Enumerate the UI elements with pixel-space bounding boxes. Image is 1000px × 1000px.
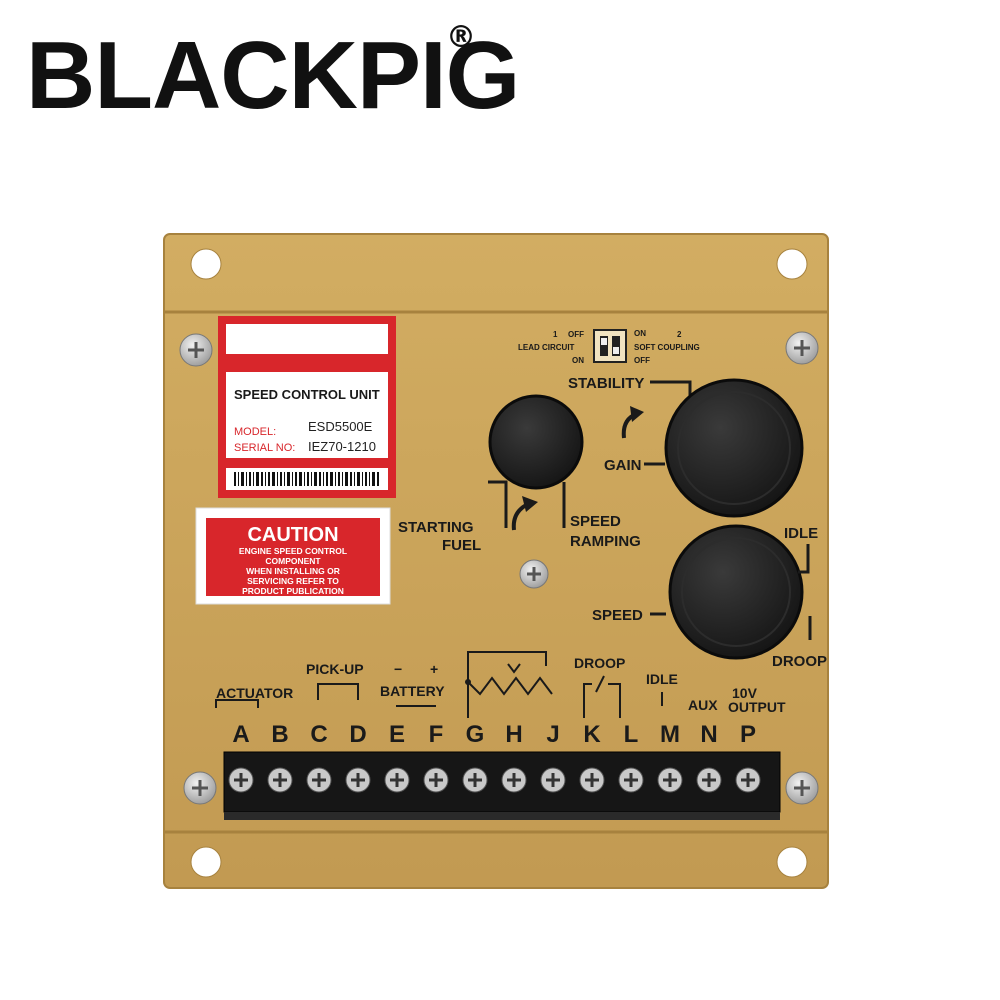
terminal-letter-j: J: [546, 721, 559, 748]
caution-line-3: WHEN INSTALLING OR: [246, 566, 340, 576]
screw-bottom-left: [183, 771, 217, 805]
label-aux: AUX: [688, 697, 718, 713]
terminal-screw-p[interactable]: [735, 767, 761, 793]
label-title: SPEED CONTROL UNIT: [234, 387, 380, 402]
dip-off-right: OFF: [634, 356, 650, 365]
label-idle: IDLE: [646, 671, 678, 687]
dip-switch[interactable]: [593, 329, 627, 363]
dip-off-left: OFF: [568, 330, 584, 339]
label-serial-value: IEZ70-1210: [308, 439, 376, 454]
mount-hole-top-right: [776, 248, 808, 280]
label-ramping: RAMPING: [570, 533, 641, 550]
label-actuator: ACTUATOR: [216, 685, 293, 701]
label-fuel: FUEL: [442, 537, 481, 554]
product-label: SPEED CONTROL UNIT MODEL: ESD5500E SERIA…: [218, 316, 396, 498]
caution-label: CAUTION ENGINE SPEED CONTROL COMPONENT W…: [195, 507, 391, 605]
mount-hole-bottom-right: [776, 846, 808, 878]
label-output: OUTPUT: [728, 699, 786, 715]
terminal-letter-p: P: [740, 721, 756, 748]
dip-num-1: 1: [553, 330, 558, 339]
terminal-letter-d: D: [349, 721, 366, 748]
terminal-letter-m: M: [660, 721, 680, 748]
label-speed-ramp: SPEED: [570, 513, 621, 530]
terminal-screw-m[interactable]: [657, 767, 683, 793]
label-serial-key: SERIAL NO:: [234, 442, 295, 454]
registered-mark: ®: [446, 20, 476, 55]
label-droop-bottom: DROOP: [772, 653, 827, 670]
terminal-letter-k: K: [583, 721, 601, 748]
label-model-value: ESD5500E: [308, 419, 373, 434]
screw-bottom-right: [785, 771, 819, 805]
brand-logo: BLACKPIG: [26, 22, 520, 129]
mount-hole-bottom-left: [190, 846, 222, 878]
speed-control-board: SPEED CONTROL UNIT MODEL: ESD5500E SERIA…: [163, 233, 829, 889]
caution-line-5: PRODUCT PUBLICATION: [242, 586, 344, 596]
terminal-screw-f[interactable]: [423, 767, 449, 793]
terminal-letter-f: F: [429, 721, 444, 748]
terminal-letter-a: A: [232, 721, 249, 748]
terminal-screw-d[interactable]: [345, 767, 371, 793]
terminal-letter-l: L: [624, 721, 639, 748]
terminal-letter-g: G: [466, 721, 485, 748]
caution-line-4: SERVICING REFER TO: [247, 576, 339, 586]
speed-knob[interactable]: [668, 524, 804, 660]
terminal-letter-e: E: [389, 721, 405, 748]
label-battery: BATTERY: [380, 683, 445, 699]
terminal-screw-k[interactable]: [579, 767, 605, 793]
mount-hole-top-left: [190, 248, 222, 280]
terminal-screw-b[interactable]: [267, 767, 293, 793]
terminal-screw-c[interactable]: [306, 767, 332, 793]
label-idle-top: IDLE: [784, 525, 818, 542]
terminal-screw-a[interactable]: [228, 767, 254, 793]
label-plus: +: [430, 661, 438, 677]
terminal-screw-j[interactable]: [540, 767, 566, 793]
screw-top-right: [785, 331, 819, 365]
terminal-letter-b: B: [271, 721, 288, 748]
caution-line-1: ENGINE SPEED CONTROL: [239, 546, 347, 556]
barcode: [234, 472, 379, 486]
label-starting: STARTING: [398, 519, 474, 536]
screw-top-left: [179, 333, 213, 367]
label-pickup: PICK-UP: [306, 661, 364, 677]
dip-num-2: 2: [677, 330, 682, 339]
dip-soft-coupling: SOFT COUPLING: [634, 343, 700, 352]
label-model-key: MODEL:: [234, 426, 276, 438]
label-minus: −: [394, 661, 402, 677]
label-stability: STABILITY: [568, 375, 644, 392]
label-speed: SPEED: [592, 607, 643, 624]
terminal-screw-h[interactable]: [501, 767, 527, 793]
screw-center: [519, 559, 549, 589]
terminal-screw-l[interactable]: [618, 767, 644, 793]
gain-stability-knob[interactable]: [664, 378, 804, 518]
terminal-screw-g[interactable]: [462, 767, 488, 793]
dip-on-right: ON: [634, 329, 646, 338]
label-10v: 10V: [732, 685, 758, 701]
terminal-letter-n: N: [700, 721, 717, 748]
dip-lead-circuit: LEAD CIRCUIT: [518, 343, 575, 352]
terminal-screw-e[interactable]: [384, 767, 410, 793]
label-droop: DROOP: [574, 655, 625, 671]
terminal-screw-n[interactable]: [696, 767, 722, 793]
terminal-letter-c: C: [310, 721, 327, 748]
label-gain: GAIN: [604, 457, 642, 474]
starting-fuel-knob[interactable]: [488, 394, 584, 490]
terminal-letter-h: H: [505, 721, 522, 748]
caution-title: CAUTION: [247, 524, 338, 546]
caution-line-2: COMPONENT: [265, 556, 321, 566]
dip-on-left: ON: [572, 356, 584, 365]
